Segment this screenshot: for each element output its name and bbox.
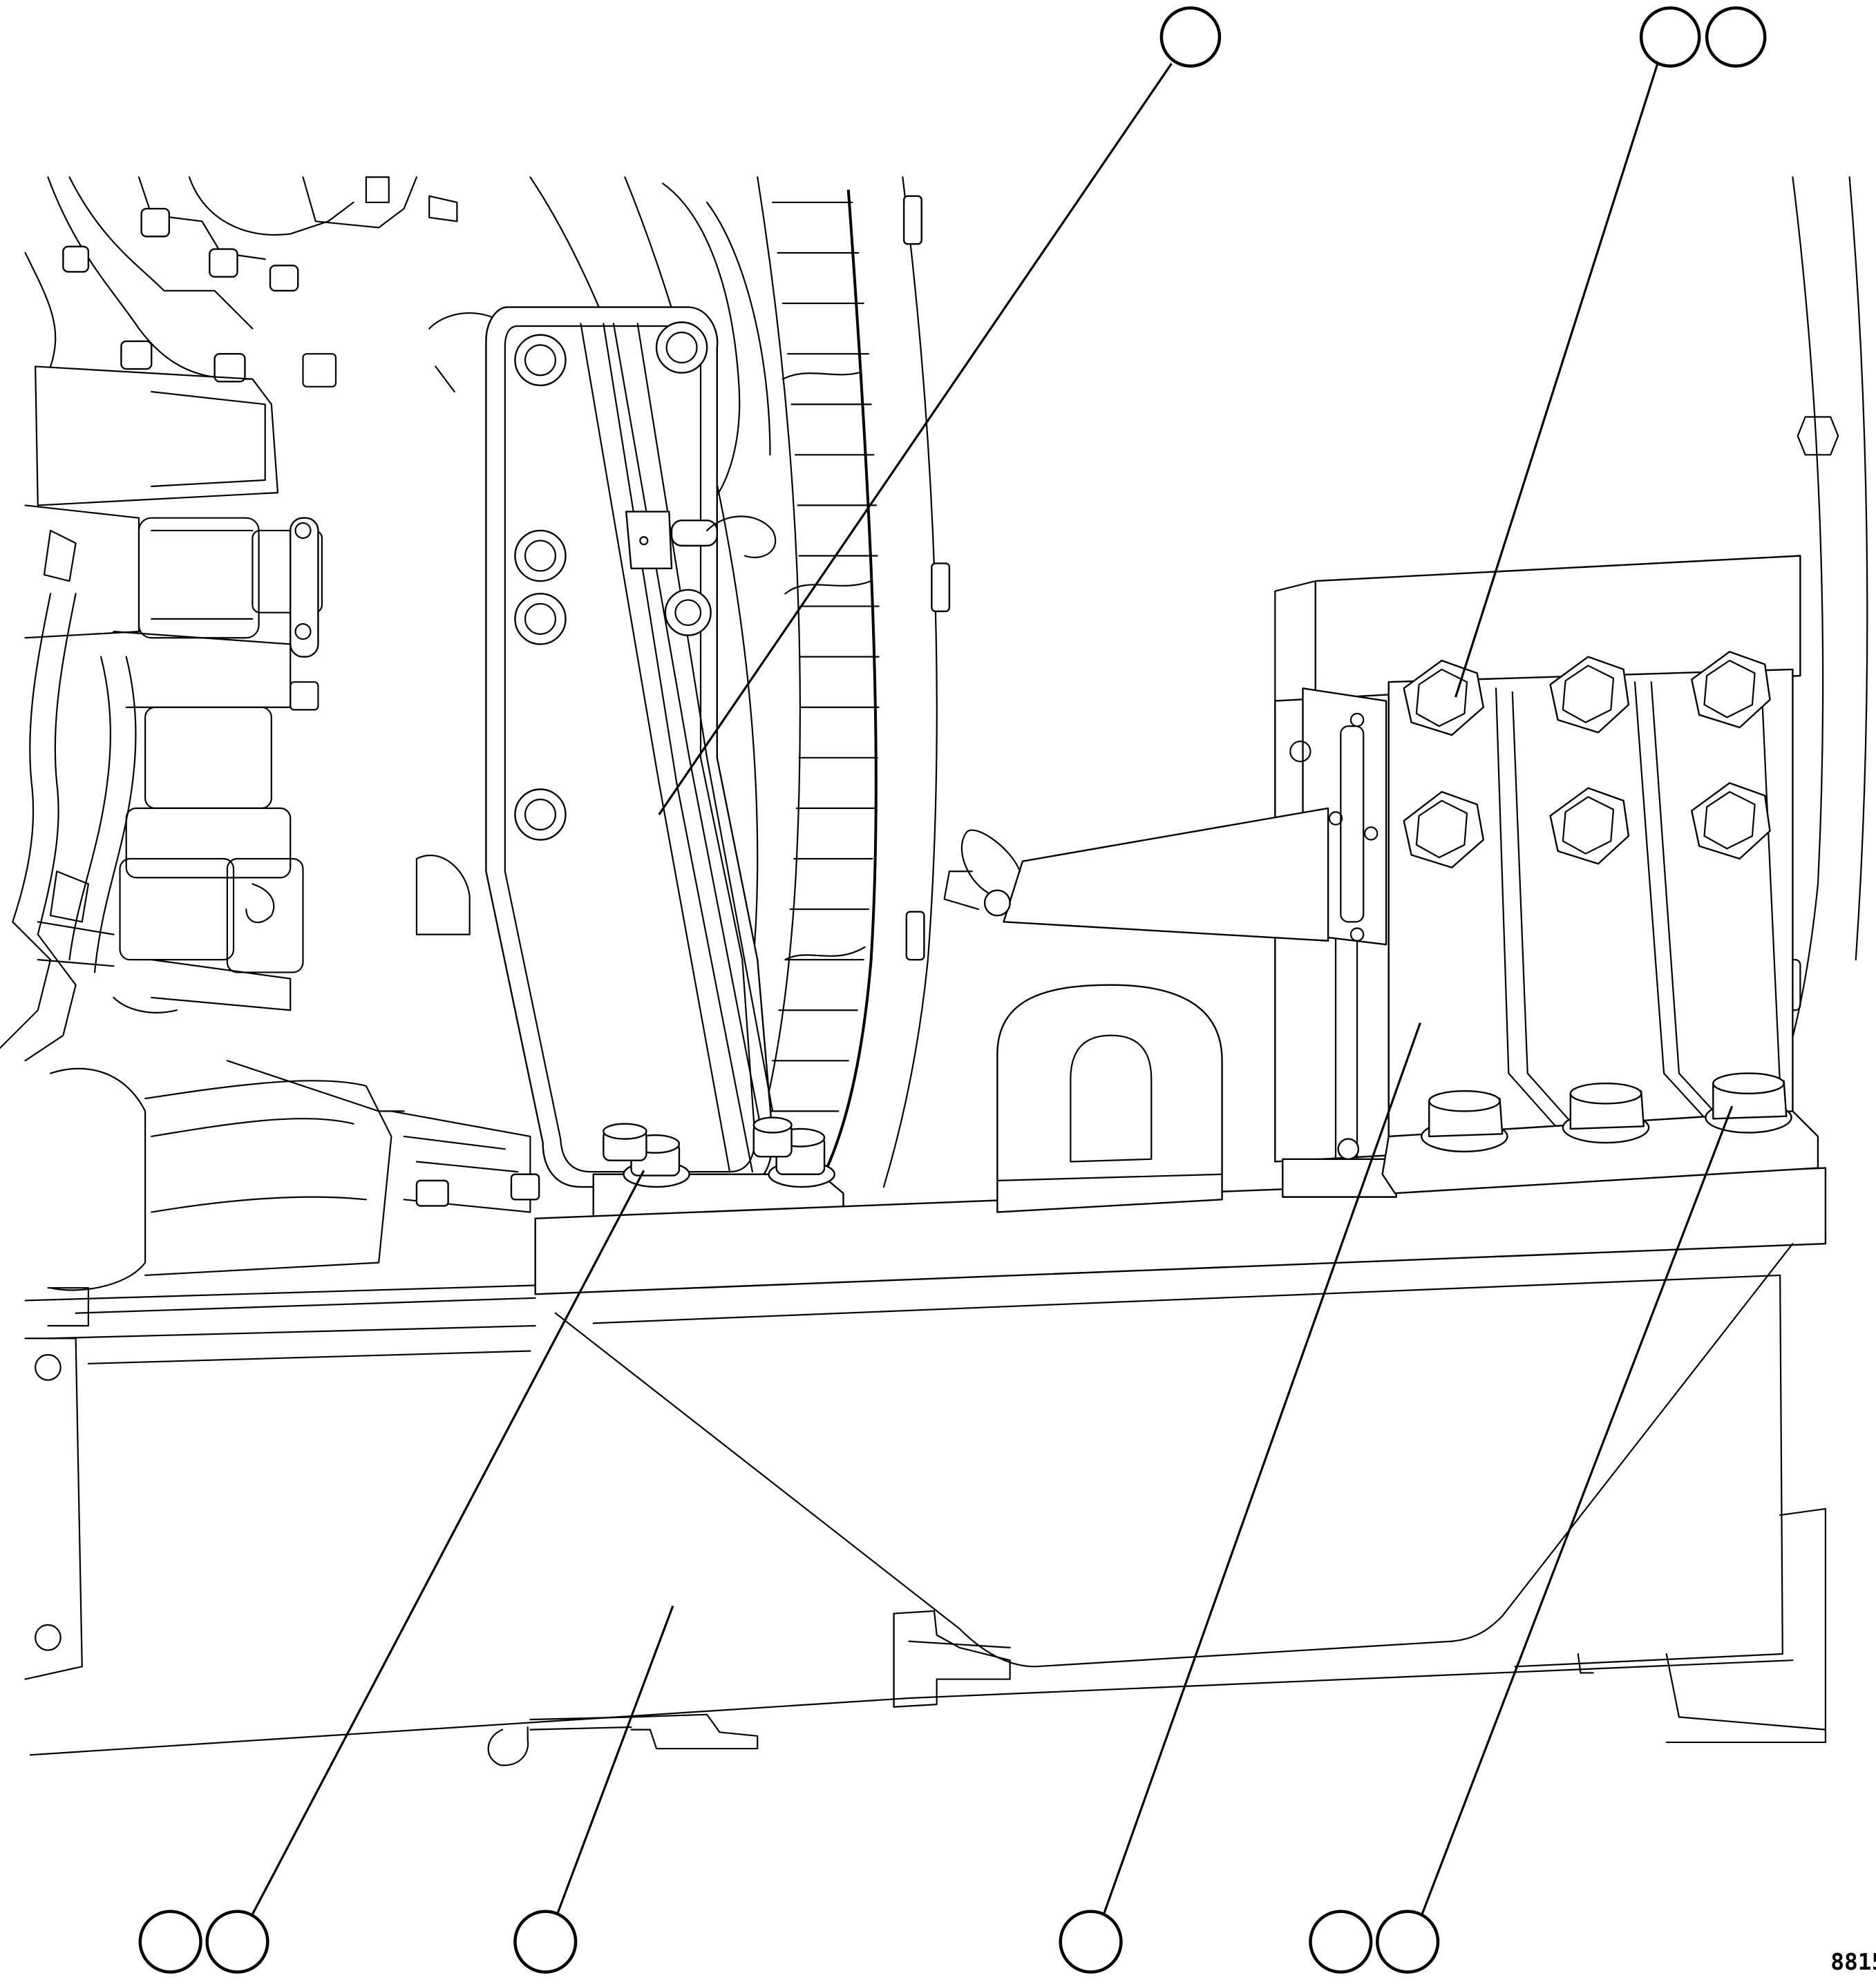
leader-lines bbox=[250, 64, 1732, 1919]
hex-bolts-lower bbox=[1421, 1074, 1791, 1152]
callout-balloon-bottom-middle bbox=[1061, 1912, 1121, 1972]
bracket-bolt-heads bbox=[515, 322, 710, 839]
lifting-eye bbox=[997, 985, 1222, 1212]
engine-block-left bbox=[0, 177, 539, 1290]
callout-balloon-bottom-right-a bbox=[1310, 1912, 1371, 1972]
left-support-bracket bbox=[486, 307, 843, 1231]
callout-balloon-top-center bbox=[1162, 8, 1220, 66]
hex-bolts-upper bbox=[1404, 651, 1770, 867]
callout-balloon-top-right-a bbox=[1641, 8, 1699, 66]
leader-line-bottom-middle bbox=[1102, 1023, 1420, 1919]
leader-line-bottom-right bbox=[1420, 1106, 1732, 1919]
callout-balloon-bottom-left-a bbox=[140, 1912, 201, 1972]
callout-balloon-bottom-right-b bbox=[1377, 1912, 1438, 1972]
callout-balloon-bottom-second bbox=[515, 1912, 576, 1972]
callout-balloon-bottom-left-b bbox=[207, 1912, 268, 1972]
callout-balloons bbox=[140, 8, 1765, 1972]
leader-line-top-center bbox=[659, 64, 1172, 815]
leader-line-bottom-second bbox=[556, 1606, 673, 1919]
leader-line-top-right bbox=[1456, 64, 1658, 697]
callout-balloon-top-right-b bbox=[1707, 8, 1765, 66]
base-frame bbox=[26, 1168, 1826, 1766]
right-mount-bracket bbox=[945, 555, 1818, 1197]
leader-line-bottom-left bbox=[250, 1170, 644, 1919]
figure-code: 8815 bbox=[1830, 1948, 1876, 1975]
